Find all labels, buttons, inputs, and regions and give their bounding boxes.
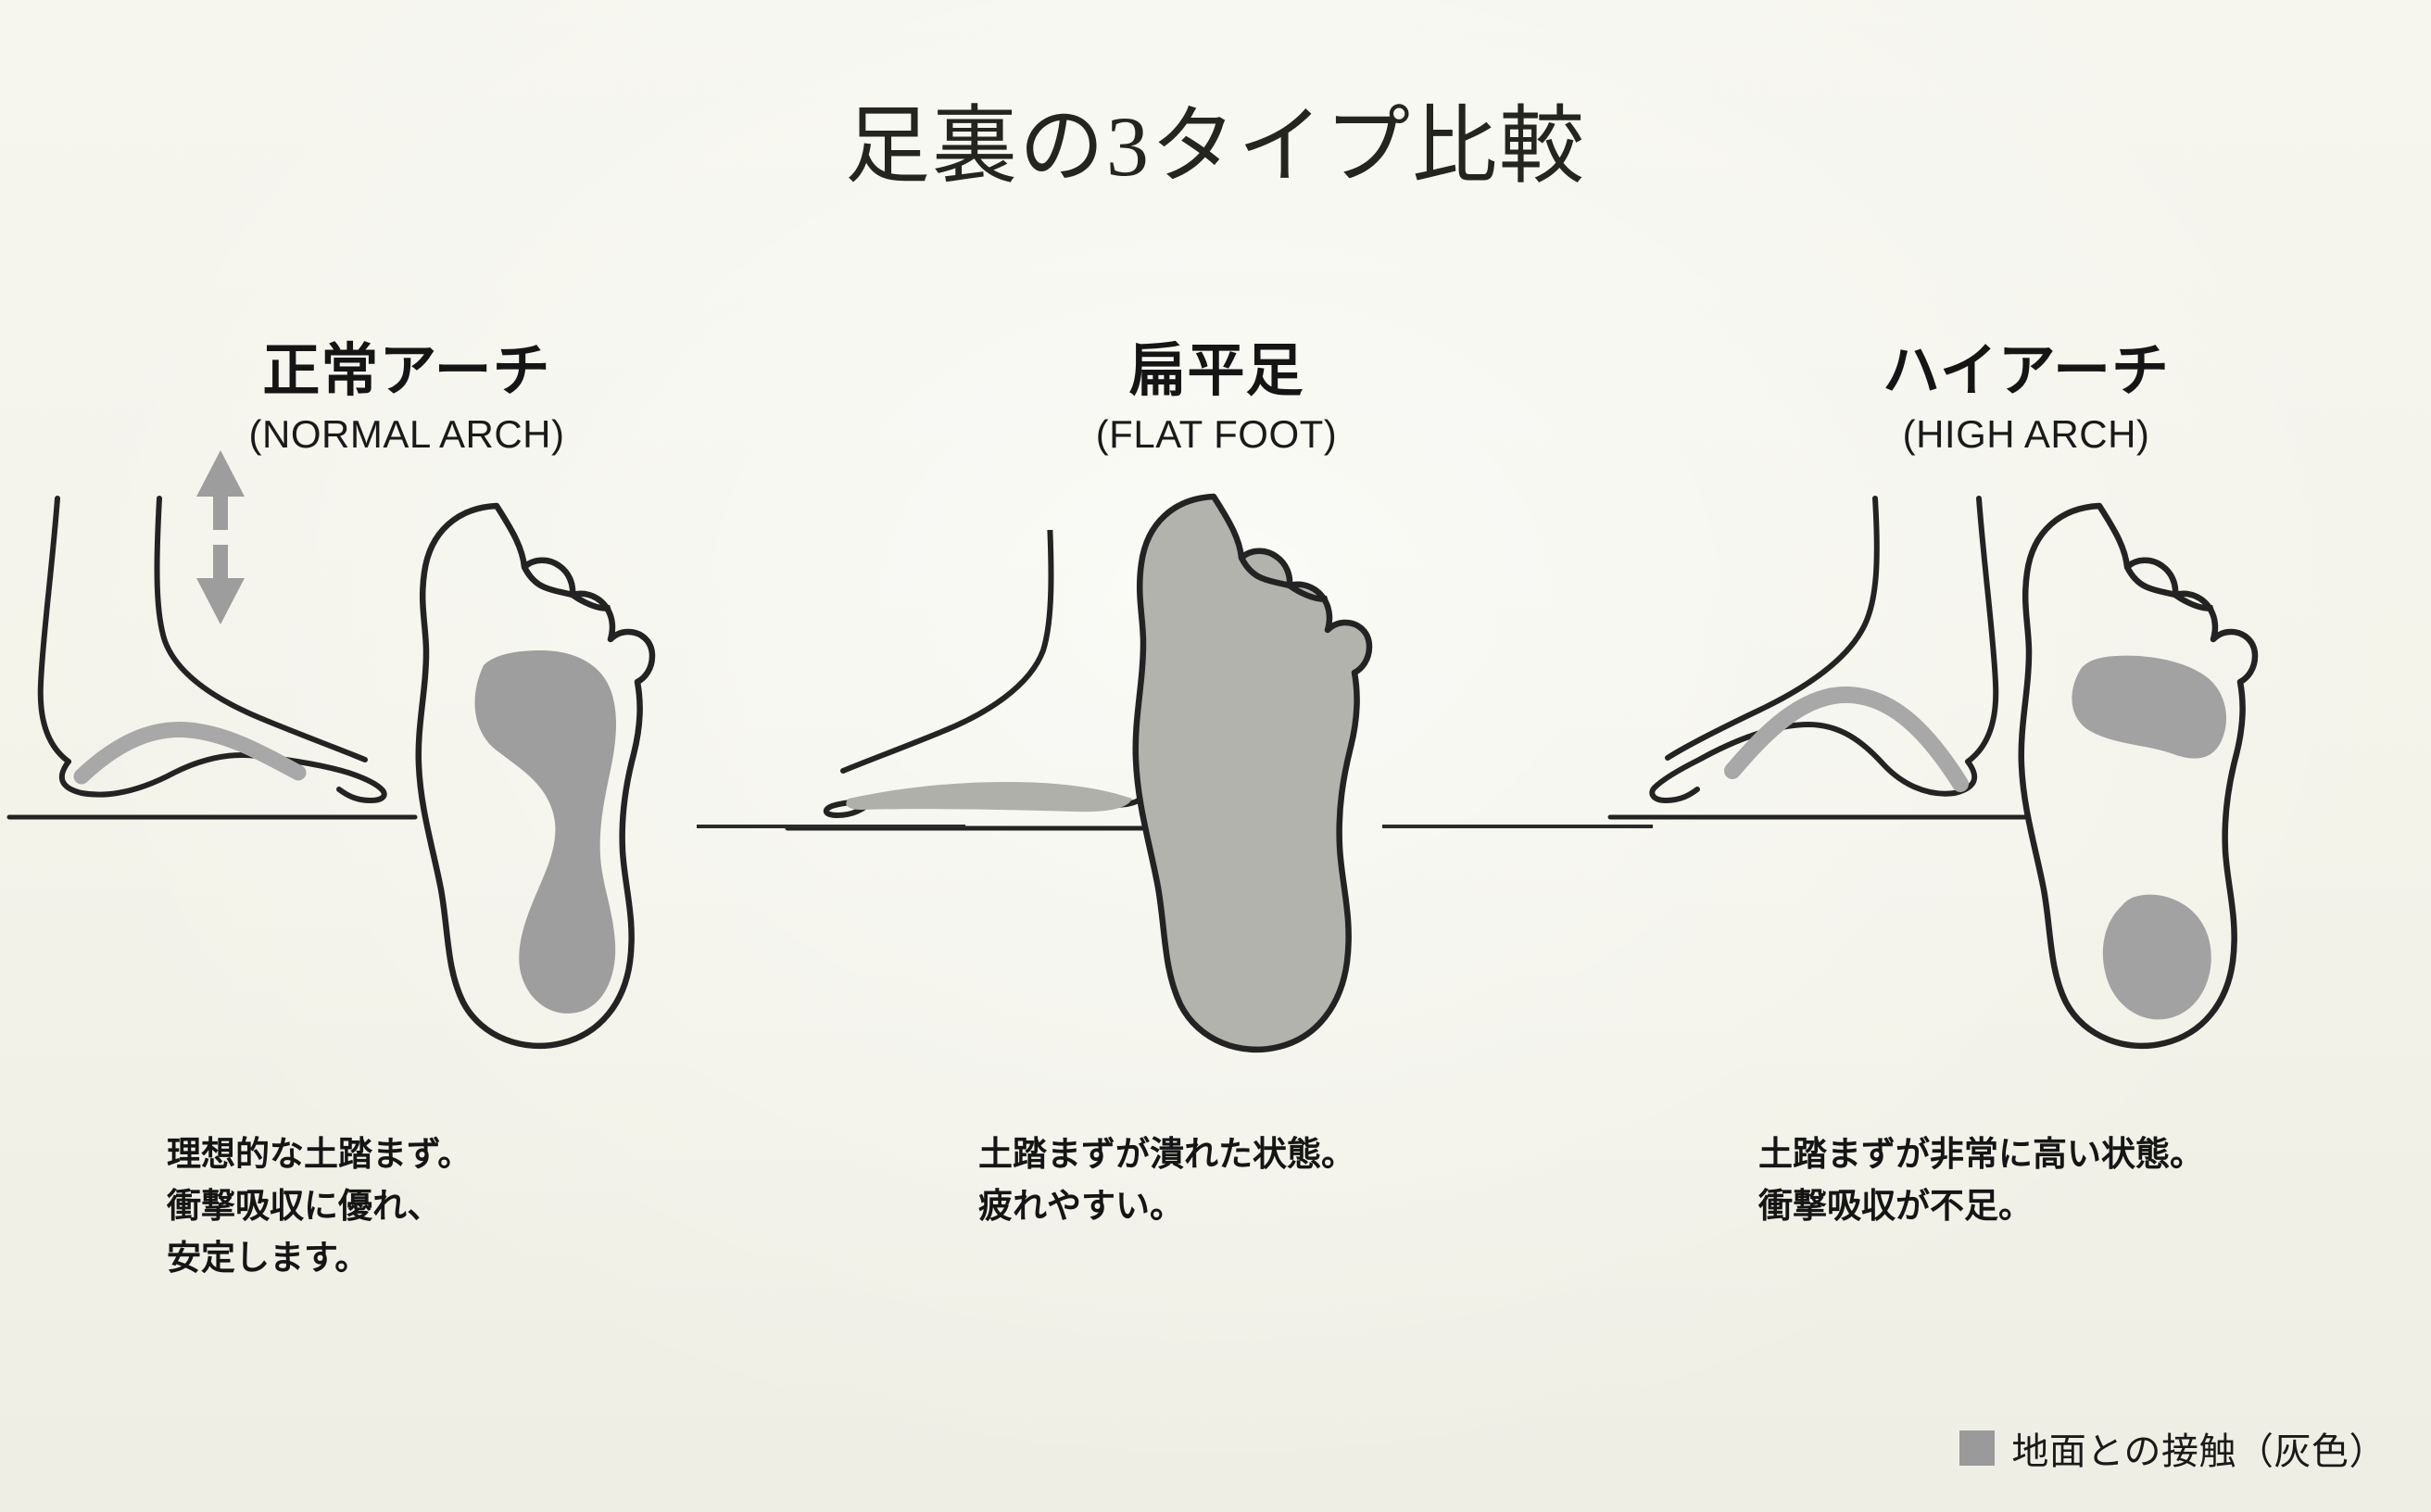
panel-heading-high-arch: ハイアーチ (HIGH ARCH) (1621, 339, 2431, 457)
illustration-high-arch (1607, 482, 2431, 1093)
panel-title-en: (FLAT FOOT) (1095, 411, 1338, 456)
illustration-flat-foot (785, 482, 1621, 1093)
arch-height-double-arrow-icon (196, 450, 245, 624)
footprint-normal-arch-icon (415, 502, 656, 1050)
legend-color-swatch-icon (1959, 1430, 1996, 1466)
panel-heading-normal-arch: 正常アーチ (NORMAL ARCH) (2, 339, 812, 457)
panel-description-normal-arch: 理想的な土踏まず。 衝撃吸収に優れ、 安定します。 (167, 1135, 472, 1278)
panel-divider-rule-2 (1382, 825, 1653, 828)
panel-title-jp: ハイアーチ (1882, 339, 2171, 403)
footprint-flat-foot-icon (1132, 493, 1373, 1053)
foot-side-profile-high-arch-icon (1607, 496, 2028, 820)
legend-label: 地面との接触（灰色） (2011, 1431, 2387, 1472)
panel-title-jp: 正常アーチ (262, 339, 551, 403)
foot-side-profile-normal-arch-icon (6, 496, 418, 820)
panel-flat-foot: 扁平足 (FLAT FOOT) (785, 0, 1621, 1512)
panel-title-jp: 扁平足 (1128, 339, 1304, 403)
panel-title-en: (NORMAL ARCH) (248, 411, 565, 456)
panel-description-flat-foot: 土踏まずが潰れた状態。 疲れやすい。 (978, 1135, 1355, 1226)
panel-title-en: (HIGH ARCH) (1902, 411, 2150, 456)
panel-normal-arch: 正常アーチ (NORMAL ARCH) (2, 0, 812, 1512)
legend: 地面との接触（灰色） (1959, 1421, 2387, 1475)
panel-divider-rule-1 (697, 825, 965, 828)
panel-high-arch: ハイアーチ (HIGH ARCH) (1607, 0, 2431, 1512)
illustration-normal-arch (2, 450, 812, 1093)
page-title: 足裏の3タイプ比較 (844, 99, 1586, 194)
panel-description-high-arch: 土踏まずが非常に高い状態。 衝撃吸収が不足。 (1758, 1135, 2204, 1226)
footprint-high-arch-icon (2018, 502, 2259, 1050)
panel-heading-flat-foot: 扁平足 (FLAT FOOT) (812, 339, 1621, 457)
